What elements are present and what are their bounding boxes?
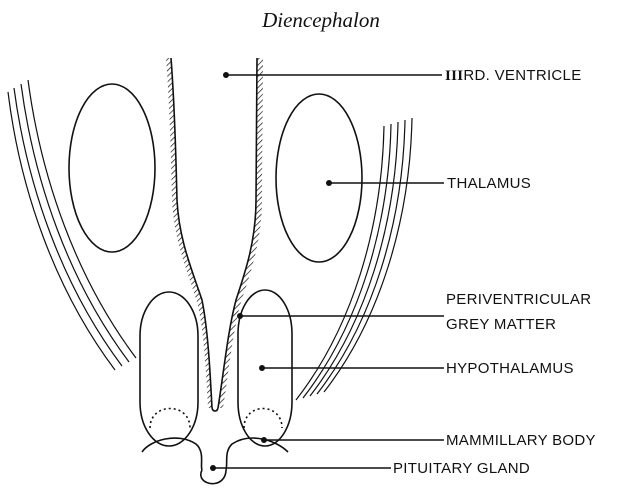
label-hypothalamus: HYPOTHALAMUS [446,360,574,377]
right-fibre-lines [296,118,412,400]
left-hypothalamus [140,292,198,446]
left-thalamus [69,84,155,252]
left-mammillary-body [150,409,190,429]
label-periventricular-1: PERIVENTRICULAR [446,291,591,308]
pituitary-gland [201,470,226,484]
pituitary-stalk [226,438,288,470]
label-periventricular-2: GREY MATTER [446,316,556,333]
label-third-ventricle: IIIRD. VENTRICLE [445,67,582,84]
label-pituitary-gland: PITUITARY GLAND [393,460,530,477]
left-fibre-lines [8,80,136,370]
label-mammillary-body: MAMMILLARY BODY [446,432,596,449]
floor-outline [142,438,202,470]
right-mammillary-body [244,409,282,429]
label-thalamus: THALAMUS [447,175,531,192]
third-ventricle-walls [166,58,263,411]
right-thalamus [276,94,362,262]
